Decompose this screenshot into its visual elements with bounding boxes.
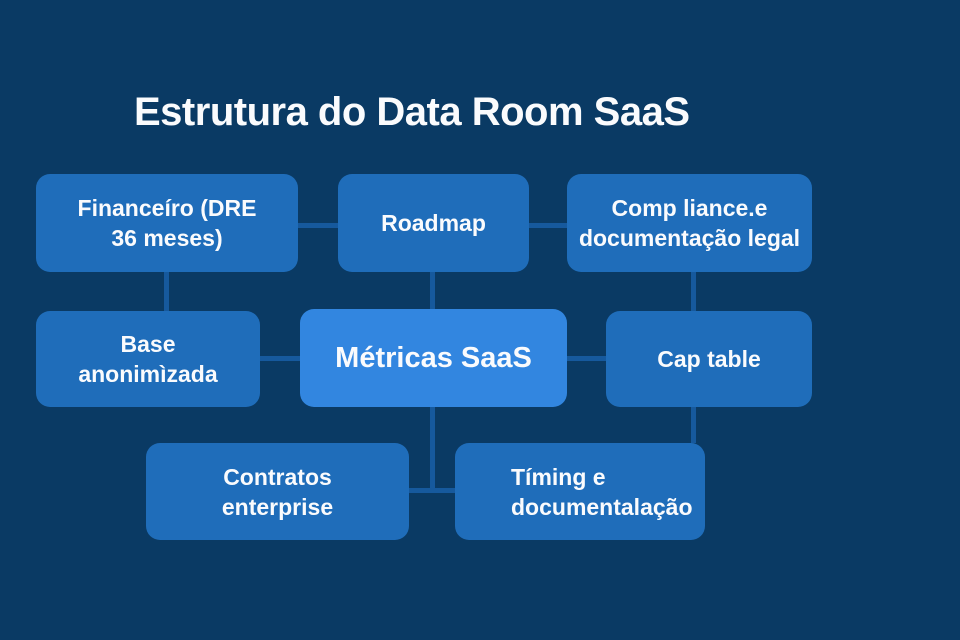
- connector-roadmap-metricas: [430, 272, 435, 311]
- node-label: 36 meses): [111, 225, 223, 251]
- node-label: Comp liance.e: [611, 195, 768, 221]
- node-compliance-documentacao: Comp liance.e documentação legal: [567, 174, 812, 272]
- node-label: anonimìzada: [78, 361, 218, 387]
- node-timing-documentalacao: Tíming e documentalação: [455, 443, 705, 540]
- node-label: Roadmap: [381, 210, 486, 236]
- connector-financeiro-base: [164, 272, 169, 311]
- node-label: Base: [120, 331, 176, 357]
- node-roadmap: Roadmap: [338, 174, 529, 272]
- node-label: Cap table: [657, 346, 761, 372]
- node-contratos-enterprise: Contratos enterprise: [146, 443, 409, 540]
- connector-captable-timing: [691, 407, 696, 443]
- connector-metricas-bottom-row: [430, 407, 435, 493]
- node-label: enterprise: [221, 493, 334, 520]
- connector-roadmap-compliance: [529, 223, 567, 228]
- page-title: Estrutura do Data Room SaaS: [134, 90, 690, 134]
- connector-compliance-captable: [691, 272, 696, 311]
- node-label: documentação legal: [578, 225, 801, 251]
- node-cap-table: Cap table: [606, 311, 812, 407]
- connector-financeiro-roadmap: [298, 223, 338, 228]
- node-label: Tíming e: [511, 463, 606, 490]
- node-base-anonimizada: Base anonimìzada: [36, 311, 260, 407]
- connector-contratos-timing: [409, 488, 455, 493]
- connector-base-metricas: [260, 356, 300, 361]
- node-label: Financeíro (DRE: [77, 195, 257, 221]
- node-metricas-saas: Métricas SaaS: [300, 309, 567, 407]
- connector-metricas-captable: [567, 356, 606, 361]
- node-label: Métricas SaaS: [335, 342, 532, 374]
- node-financeiro-dre: Financeíro (DRE 36 meses): [36, 174, 298, 272]
- node-label: documentalação: [511, 493, 693, 520]
- node-label: Contratos: [223, 463, 332, 490]
